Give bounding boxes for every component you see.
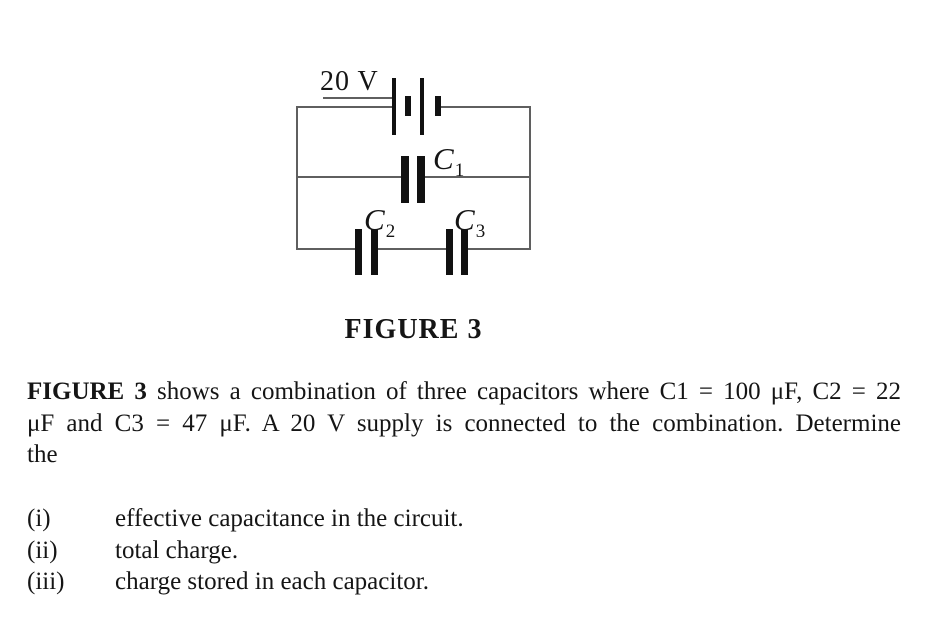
battery-plate-long-2 bbox=[420, 78, 424, 135]
list-item: (ii) total charge. bbox=[27, 535, 901, 567]
wire-mid-right bbox=[425, 176, 531, 178]
question-numeral: (iii) bbox=[27, 568, 65, 595]
wire-bottom-left bbox=[296, 248, 355, 250]
question-text: effective capacitance in the circuit. bbox=[115, 505, 464, 532]
problem-line-2: μF and C3 = 47 μF. A 20 V supply is conn… bbox=[27, 409, 901, 437]
capacitor-plate bbox=[371, 229, 378, 275]
problem-line-1: FIGURE 3 shows a combination of three ca… bbox=[27, 376, 901, 408]
circuit-diagram: 20 V C1 C2 C3 bbox=[0, 0, 925, 300]
wire-bottom-middle bbox=[378, 248, 446, 250]
list-item: (i) effective capacitance in the circuit… bbox=[27, 503, 901, 535]
wire-left-vertical bbox=[296, 106, 298, 250]
problem-line-3: the bbox=[27, 441, 58, 468]
capacitor-c3-label: C3 bbox=[454, 204, 485, 241]
supply-voltage-label: 20 V bbox=[320, 66, 379, 97]
figure-caption: FIGURE 3 bbox=[344, 314, 483, 345]
capacitor-subscript: 2 bbox=[385, 221, 396, 242]
battery-plate-short-1 bbox=[405, 96, 411, 116]
wire-right-vertical bbox=[529, 106, 531, 250]
capacitor-subscript: 1 bbox=[454, 160, 465, 181]
problem-statement: FIGURE 3 shows a combination of three ca… bbox=[27, 376, 901, 471]
question-numeral: (ii) bbox=[27, 536, 58, 564]
wire-mid-left bbox=[296, 176, 401, 178]
capacitor-subscript: 3 bbox=[475, 221, 486, 242]
wire-top-right bbox=[441, 106, 531, 108]
capacitor-plate bbox=[446, 229, 453, 275]
question-text: total charge. bbox=[115, 536, 239, 564]
list-item: (iii) charge stored in each capacitor. bbox=[27, 566, 901, 598]
capacitor-symbol: C bbox=[454, 202, 475, 237]
wire-under-supply-label bbox=[323, 97, 393, 99]
battery-plate-long-1 bbox=[392, 78, 396, 135]
wire-top-left bbox=[296, 106, 393, 108]
capacitor-plate bbox=[461, 229, 468, 275]
capacitor-c2-label: C2 bbox=[364, 204, 395, 241]
capacitor-symbol: C bbox=[433, 141, 454, 176]
figure-reference: FIGURE 3 bbox=[27, 378, 147, 405]
wire-bottom-right bbox=[468, 248, 531, 250]
question-list: (i) effective capacitance in the circuit… bbox=[27, 503, 901, 598]
question-numeral: (i) bbox=[27, 505, 51, 532]
problem-line-1-text: shows a combination of three capacitors … bbox=[146, 378, 901, 405]
capacitor-symbol: C bbox=[364, 202, 385, 237]
capacitor-plate bbox=[355, 229, 362, 275]
capacitor-c1-label: C1 bbox=[433, 143, 464, 180]
question-text: charge stored in each capacitor. bbox=[115, 568, 429, 595]
capacitor-plate bbox=[417, 156, 425, 203]
capacitor-plate bbox=[401, 156, 409, 203]
battery-plate-short-2 bbox=[435, 96, 441, 116]
